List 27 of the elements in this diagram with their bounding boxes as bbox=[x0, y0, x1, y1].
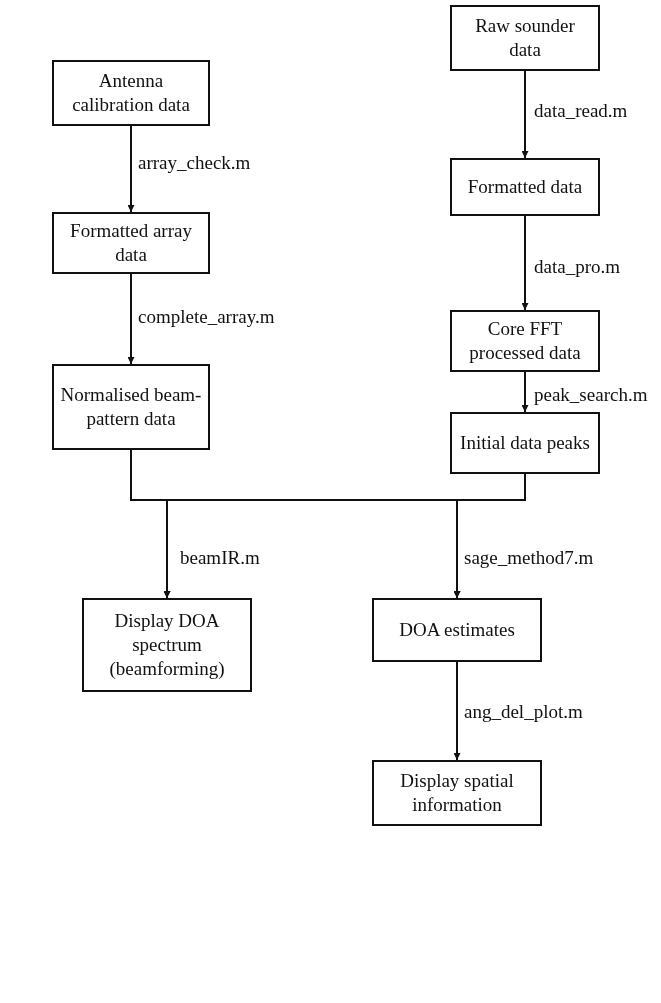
box-text: DOA estimates bbox=[399, 618, 515, 642]
box-text: Core FFT processed data bbox=[468, 317, 582, 365]
arrow bbox=[127, 273, 135, 365]
box-text: Normalised beam-pattern data bbox=[60, 383, 202, 431]
box-text: Display spatial information bbox=[399, 769, 515, 817]
arrow bbox=[521, 70, 529, 159]
arrow bbox=[453, 661, 461, 761]
box-text: Antenna calibration data bbox=[71, 69, 191, 117]
box-text: Formatted data bbox=[467, 175, 583, 199]
process-box bbox=[450, 5, 600, 71]
box-text: Display DOA spectrum (beamforming) bbox=[108, 609, 226, 681]
process-box bbox=[450, 412, 600, 474]
arrow bbox=[453, 473, 526, 599]
arrow bbox=[521, 215, 529, 311]
box-text: Initial data peaks bbox=[460, 431, 590, 455]
box-text: Raw sounder data bbox=[474, 14, 576, 62]
box-text: Formatted array data bbox=[69, 219, 193, 267]
process-box bbox=[52, 364, 210, 450]
process-box bbox=[52, 212, 210, 274]
arrow bbox=[127, 125, 135, 213]
process-box bbox=[82, 598, 252, 692]
process-box bbox=[450, 310, 600, 372]
process-box bbox=[372, 598, 542, 662]
process-box bbox=[450, 158, 600, 216]
process-box bbox=[372, 760, 542, 826]
process-box bbox=[52, 60, 210, 126]
arrow bbox=[521, 371, 529, 413]
